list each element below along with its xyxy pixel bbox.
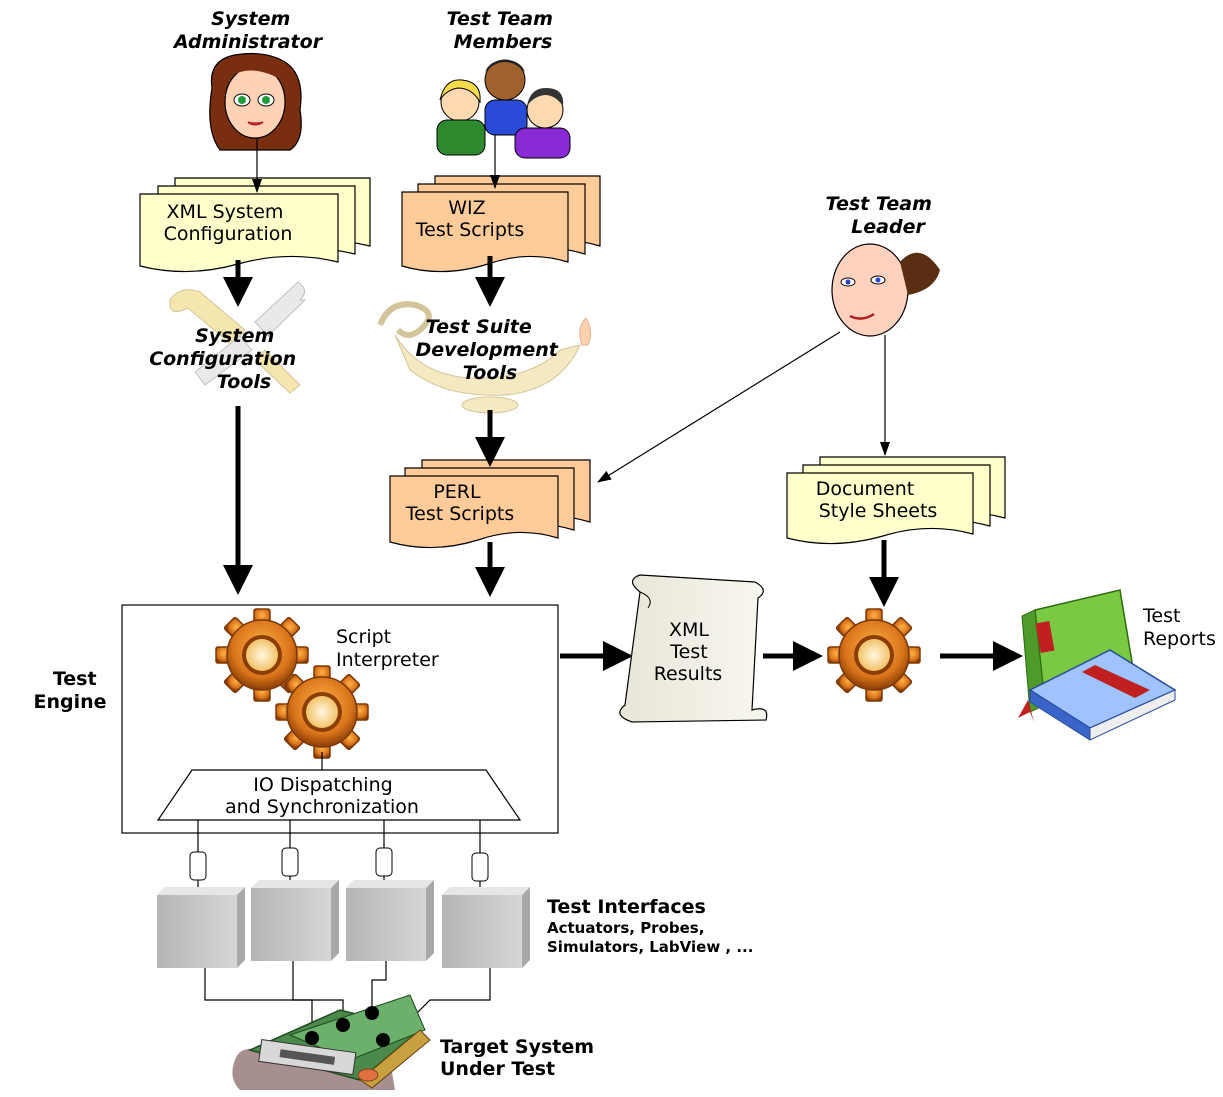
target-line1: Target System — [440, 1036, 594, 1058]
xml-config-line1: XML System — [167, 201, 284, 223]
circuit-board-icon — [232, 994, 431, 1090]
io-dispatch-trapezoid — [156, 769, 522, 821]
xml-results-scroll: XML Test Results — [619, 574, 768, 723]
team-members-line1: Test Team — [446, 8, 552, 30]
results-line2: Test — [669, 641, 707, 663]
interface-box-1 — [157, 887, 245, 968]
interface-box-2 — [251, 880, 339, 961]
genie-lamp-icon — [377, 301, 592, 414]
xml-system-config-doc: XML System Configuration — [139, 177, 371, 273]
sys-tools-line1: System — [195, 325, 274, 347]
sys-admin-label: System Administrator — [172, 8, 324, 53]
xml-config-line2: Configuration — [164, 223, 293, 245]
perl-line2: Test Scripts — [405, 503, 514, 525]
dispatch-line2: and Synchronization — [225, 796, 419, 818]
reports-label: Test Reports — [1142, 605, 1216, 650]
test-team-leader-icon — [831, 243, 940, 337]
sys-admin-line2: Administrator — [172, 31, 324, 53]
team-leader-label: Test Team Leader — [825, 193, 938, 238]
svg-text:XML Test Results: XML Test Results — [654, 619, 723, 685]
test-engine-label: Test Engine — [33, 668, 106, 713]
svg-text:XML System Configuration: XML System Configuration — [164, 201, 293, 245]
reports-line2: Reports — [1143, 628, 1216, 650]
wrench-icon — [169, 281, 307, 394]
engine-line1: Test — [53, 668, 97, 690]
results-line1: XML — [669, 619, 709, 641]
sys-admin-line1: System — [211, 8, 290, 30]
wiz-line2: Test Scripts — [415, 219, 524, 241]
sys-tools-line3: Tools — [217, 371, 271, 393]
interpreter-line2: Interpreter — [336, 649, 439, 671]
interfaces-detail-1: Actuators, Probes, — [547, 919, 704, 937]
gear-icon-report-generator — [827, 608, 921, 702]
team-leader-line1: Test Team — [825, 193, 931, 215]
perl-line1: PERL — [433, 481, 481, 503]
dispatch-line1: IO Dispatching — [253, 774, 392, 796]
suite-tools-line2: Development — [415, 339, 558, 361]
document-style-sheets-doc: Document Style Sheets — [786, 456, 1006, 545]
results-line3: Results — [654, 663, 723, 685]
team-members-label: Test Team Members — [446, 8, 559, 53]
io-dispatch-label: IO Dispatching and Synchronization — [225, 774, 419, 818]
svg-text:PERL Test Scripts: PERL Test Scripts — [405, 481, 514, 525]
interface-box-4 — [442, 887, 530, 968]
interface-connectors — [189, 820, 489, 895]
interface-box-3 — [346, 880, 434, 961]
interfaces-title: Test Interfaces — [547, 896, 706, 918]
reports-line1: Test — [1142, 605, 1180, 627]
team-members-line2: Members — [454, 31, 553, 53]
books-icon — [1018, 589, 1177, 741]
svg-text:WIZ Test Scripts: WIZ Test Scripts — [415, 197, 524, 241]
system-administrator-icon — [209, 52, 302, 151]
thin-arrows — [252, 135, 890, 483]
suite-tools-line1: Test Suite — [426, 316, 532, 338]
target-line2: Under Test — [440, 1058, 555, 1080]
team-leader-line2: Leader — [851, 216, 926, 238]
interpreter-line1: Script — [336, 626, 391, 648]
interfaces-detail-2: Simulators, LabView , ... — [547, 938, 753, 956]
sys-config-tools-label: System Configuration Tools — [149, 325, 303, 393]
suite-dev-tools-label: Test Suite Development Tools — [415, 316, 564, 384]
perl-test-scripts-doc: PERL Test Scripts — [389, 459, 591, 549]
interface-boxes — [157, 880, 530, 968]
flow-arrows — [223, 256, 1023, 671]
target-system-label: Target System Under Test — [440, 1036, 601, 1080]
wiz-test-scripts-doc: WIZ Test Scripts — [401, 175, 601, 273]
gear-icon-interpreter-2 — [275, 665, 369, 759]
test-interfaces-label: Test Interfaces Actuators, Probes, Simul… — [547, 896, 753, 956]
sys-tools-line2: Configuration — [149, 348, 296, 370]
style-line1: Document — [816, 478, 914, 500]
test-team-members-icon — [436, 59, 571, 159]
style-line2: Style Sheets — [819, 500, 938, 522]
engine-line2: Engine — [33, 691, 106, 713]
suite-tools-line3: Tools — [463, 362, 517, 384]
svg-text:Document Style Sheets: Document Style Sheets — [816, 478, 938, 522]
wiz-line1: WIZ — [448, 197, 485, 219]
interpreter-label: Script Interpreter — [336, 626, 439, 671]
